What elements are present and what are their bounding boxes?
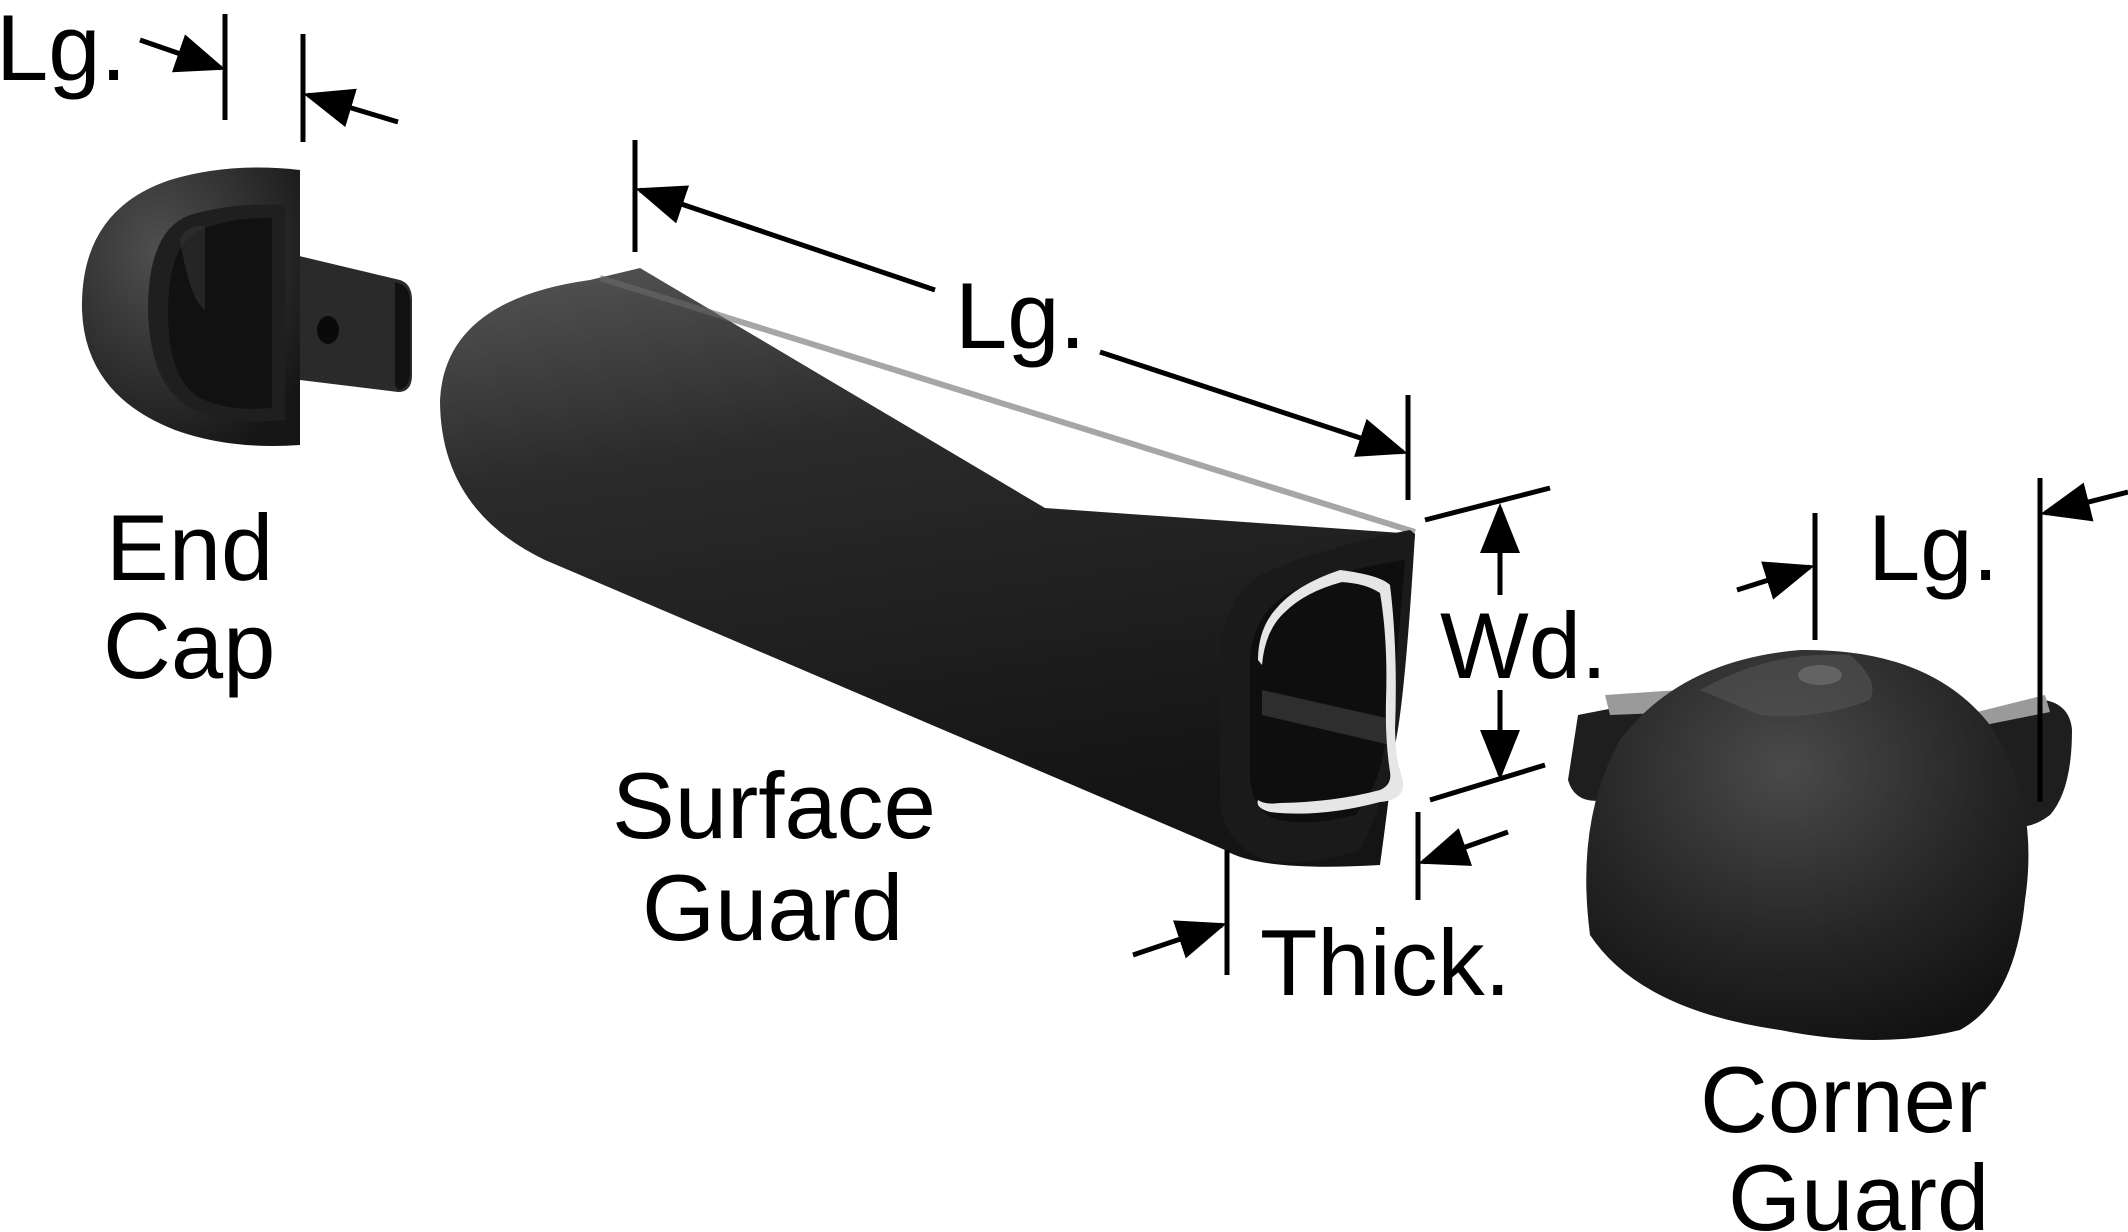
corner-guard-title-line2: Guard: [1728, 1145, 1989, 1232]
end-cap-hole: [317, 316, 339, 344]
end-cap-title-line1: End: [106, 495, 273, 600]
surface-guard-insert: [1257, 570, 1404, 814]
surface-guard-thickness-label: Thick.: [1260, 910, 1511, 1015]
corner-guard-length-label: Lg.: [1868, 495, 1999, 600]
surface-guard-part: [440, 268, 1416, 867]
end-cap-title-line2: Cap: [103, 593, 275, 698]
surface-guard-length-label: Lg.: [955, 263, 1086, 368]
surface-guard-title-line2: Guard: [642, 855, 903, 960]
surface-guard-title-line1: Surface: [612, 753, 936, 858]
diagram-labels: Lg. End Cap Lg. Wd. Thick. Surface Guard…: [0, 0, 1999, 1232]
corner-guard-part: [1568, 649, 2072, 1040]
end-cap-length-label: Lg.: [0, 0, 127, 100]
corner-guard-title-line1: Corner: [1700, 1047, 1987, 1152]
dimension-lines: [139, 14, 2128, 975]
surface-guard-width-label: Wd.: [1440, 593, 1607, 698]
end-cap-part: [81, 167, 412, 447]
